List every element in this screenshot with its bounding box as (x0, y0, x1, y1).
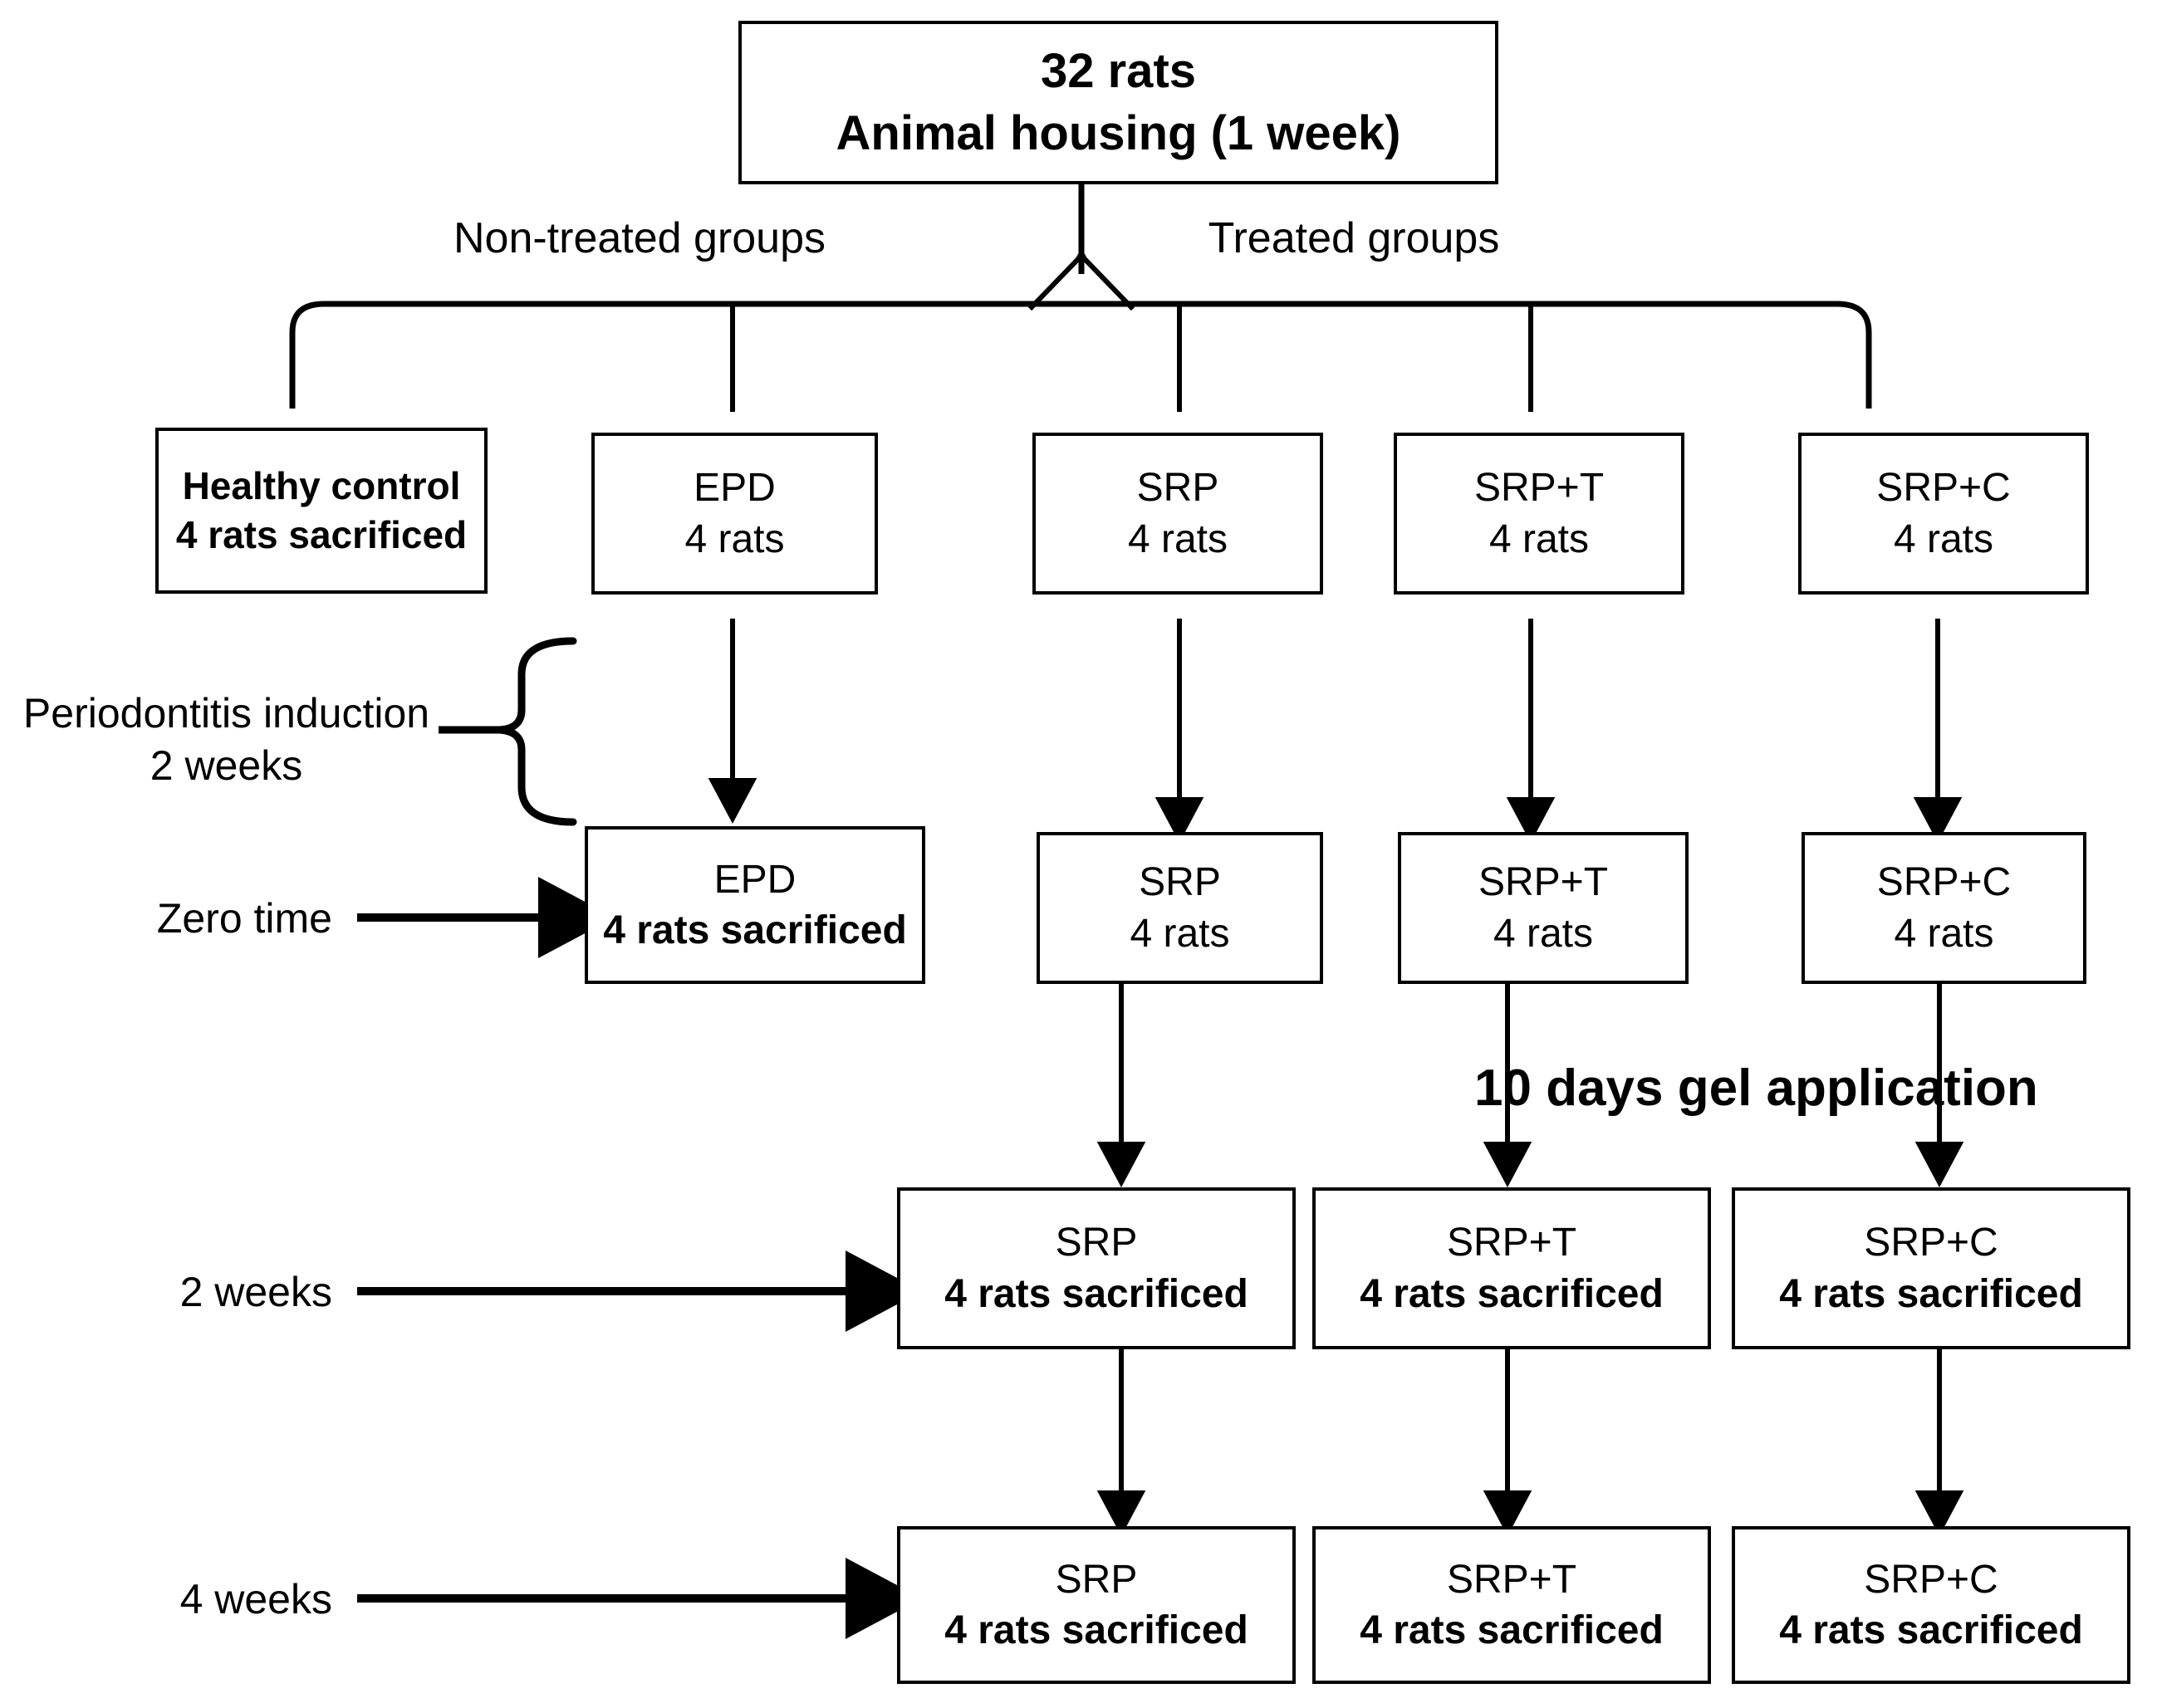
label-zero-time: Zero time (156, 895, 332, 942)
node-line-1: SRP (1055, 1557, 1138, 1602)
label-periodontitis-induction: Periodontitis induction 2 weeks (17, 688, 436, 791)
node-line-1: Healthy control (182, 464, 461, 508)
node-srp-2w: SRP 4 rats sacrificed (897, 1187, 1296, 1349)
node-line-2: Animal housing (1 week) (836, 105, 1401, 160)
node-srp-c-4w: SRP+C 4 rats sacrificed (1732, 1526, 2130, 1684)
node-line-2: 4 rats sacrificed (1779, 1608, 2083, 1652)
node-line-2: 4 rats (1893, 516, 1994, 561)
label-non-treated-groups: Non-treated groups (453, 214, 826, 262)
node-line-2: 4 rats (1130, 911, 1230, 956)
node-line-2: 4 rats (1493, 911, 1594, 956)
node-line-1: SRP+T (1473, 466, 1605, 511)
node-srp-t-zero: SRP+T 4 rats (1398, 832, 1689, 984)
node-srp-c-zero: SRP+C 4 rats (1802, 832, 2086, 984)
node-animal-housing: 32 rats Animal housing (1 week) (738, 21, 1498, 184)
node-line-1: SRP+T (1446, 1221, 1577, 1265)
node-line-2: 4 rats sacrificed (1779, 1271, 2083, 1316)
node-line-2: 4 rats sacrificed (603, 908, 907, 952)
label-2-weeks: 2 weeks (179, 1269, 332, 1315)
node-srp-t-4w: SRP+T 4 rats sacrificed (1312, 1526, 1711, 1684)
node-line-2: 4 rats (1127, 516, 1228, 561)
node-line-2: 4 rats sacrificed (944, 1608, 1248, 1652)
node-line-1: SRP+C (1876, 466, 2011, 511)
label-treated-groups: Treated groups (1208, 214, 1500, 262)
label-gel-application: 10 days gel application (1474, 1060, 2038, 1117)
node-line-1: EPD (694, 466, 776, 511)
node-srp-zero: SRP 4 rats (1037, 832, 1323, 984)
node-line-1: 32 rats (1040, 44, 1197, 99)
node-srp-c-2w: SRP+C 4 rats sacrificed (1732, 1187, 2130, 1349)
node-line-2: 4 rats sacrificed (944, 1271, 1248, 1316)
node-srp-c-baseline: SRP+C 4 rats (1798, 433, 2089, 595)
node-srp-4w: SRP 4 rats sacrificed (897, 1526, 1296, 1684)
node-line-2: 4 rats sacrificed (175, 513, 468, 556)
node-line-1: SRP (1136, 466, 1219, 511)
node-line-1: SRP+C (1876, 860, 2012, 905)
node-line-1: SRP+T (1446, 1557, 1577, 1602)
node-line-2: 4 rats (684, 516, 785, 561)
node-line-1: SRP (1055, 1221, 1138, 1265)
induction-brace (498, 637, 577, 826)
label-4-weeks: 4 weeks (179, 1576, 332, 1622)
node-line-2: 4 rats (1488, 516, 1590, 561)
node-srp-t-baseline: SRP+T 4 rats (1394, 433, 1684, 595)
node-line-1: SRP+C (1864, 1557, 1998, 1602)
node-line-2: 4 rats (1894, 911, 1994, 956)
node-line-1: EPD (713, 857, 797, 902)
distribution-bar (289, 301, 1872, 409)
node-line-2: 4 rats sacrificed (1360, 1608, 1664, 1652)
node-line-1: SRP+T (1478, 860, 1609, 905)
title-peak (1027, 247, 1135, 311)
node-line-1: SRP+C (1864, 1221, 1998, 1265)
node-epd-baseline: EPD 4 rats (591, 433, 878, 595)
node-line-2: 4 rats sacrificed (1360, 1271, 1664, 1316)
induction-line-2: 2 weeks (150, 741, 303, 789)
node-line-1: SRP (1139, 860, 1221, 905)
node-healthy-control-baseline: Healthy control 4 rats sacrificed (155, 428, 488, 594)
node-srp-t-2w: SRP+T 4 rats sacrificed (1312, 1187, 1711, 1349)
node-epd-zero: EPD 4 rats sacrificed (585, 826, 925, 984)
node-srp-baseline: SRP 4 rats (1032, 433, 1323, 595)
induction-line-1: Periodontitis induction (22, 690, 430, 737)
